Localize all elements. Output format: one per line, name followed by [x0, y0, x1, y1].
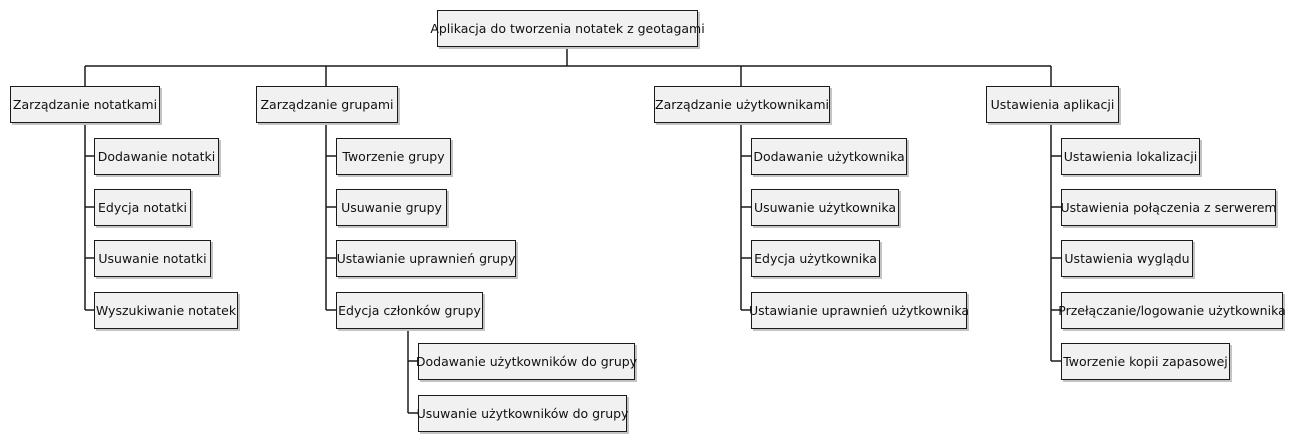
node-dodawanie-uzytkownika: Dodawanie użytkownika [751, 138, 907, 175]
node-ustawianie-uprawnien-uzytkownika: Ustawianie uprawnień użytkownika [749, 292, 969, 329]
node-ustawienia-polaczenia-z-serwerem: Ustawienia połączenia z serwerem [1060, 189, 1277, 226]
node-tworzenie-kopii-zapasowej: Tworzenie kopii zapasowej [1061, 343, 1230, 380]
node-edycja-notatki: Edycja notatki [94, 189, 191, 226]
node-przelaczanie-logowanie-uzytkownika: Przełączanie/logowanie użytkownika [1058, 292, 1286, 329]
node-wyszukiwanie-notatek: Wyszukiwanie notatek [94, 292, 238, 329]
node-tworzenie-grupy: Tworzenie grupy [336, 138, 451, 175]
node-dodawanie-uzytkownikow-do-grupy: Dodawanie użytkowników do grupy [416, 343, 637, 380]
node-usuwanie-uzytkownika: Usuwanie użytkownika [751, 189, 899, 226]
node-edycja-uzytkownika: Edycja użytkownika [751, 240, 880, 277]
node-usuwanie-grupy: Usuwanie grupy [336, 189, 447, 226]
node-ustawienia-aplikacji: Ustawienia aplikacji [986, 86, 1119, 123]
node-zarzadzanie-uzytkownikami: Zarządzanie użytkownikami [654, 86, 830, 123]
node-root: Aplikacja do tworzenia notatek z geotaga… [430, 10, 705, 47]
node-zarzadzanie-grupami: Zarządzanie grupami [256, 86, 398, 123]
node-dodawanie-notatki: Dodawanie notatki [94, 138, 219, 175]
node-ustawienia-lokalizacji: Ustawienia lokalizacji [1061, 138, 1200, 175]
node-usuwanie-uzytkownikow-do-grupy: Usuwanie użytkowników do grupy [417, 395, 628, 432]
node-ustawienia-wygladu: Ustawienia wyglądu [1061, 240, 1193, 277]
node-edycja-czlonkow-grupy: Edycja członków grupy [336, 292, 483, 329]
node-zarzadzanie-notatkami: Zarządzanie notatkami [10, 86, 160, 123]
node-usuwanie-notatki: Usuwanie notatki [94, 240, 211, 277]
node-ustawianie-uprawnien-grupy: Ustawianie uprawnień grupy [336, 240, 516, 277]
